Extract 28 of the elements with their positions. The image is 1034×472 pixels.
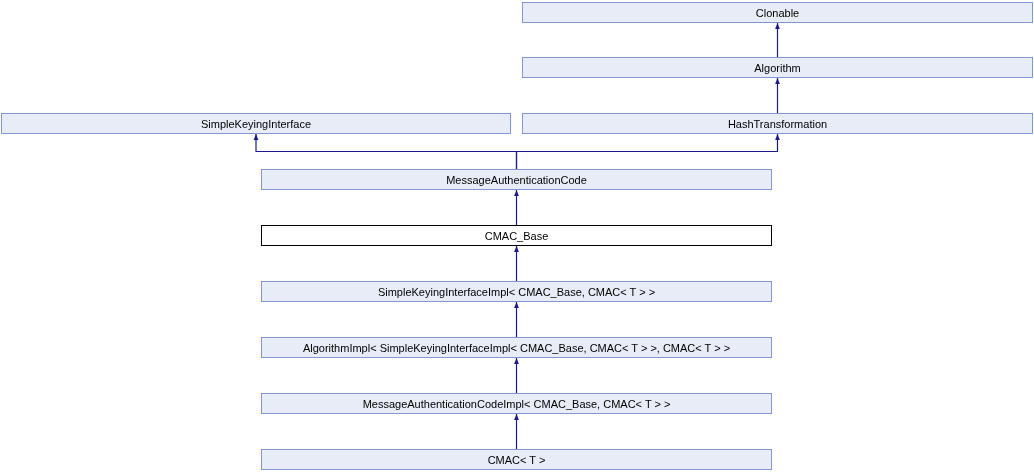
class-name: Algorithm bbox=[754, 61, 801, 74]
inheritance-arrow bbox=[514, 189, 519, 226]
class-name: CMAC< T > bbox=[487, 453, 546, 466]
class-box bbox=[522, 2, 1033, 23]
inheritance-arrow bbox=[514, 245, 519, 282]
class-name: AlgorithmImpl< SimpleKeyingInterfaceImpl< CMAC_Base, CMAC< T > >, CMAC< T > > bbox=[302, 341, 731, 354]
class-name: SimpleKeyingInterface bbox=[200, 117, 312, 130]
inheritance-arrow bbox=[775, 22, 780, 58]
class-name: Clonable bbox=[755, 6, 800, 19]
class-name: CMAC_Base bbox=[484, 229, 549, 242]
inheritance-arrow bbox=[775, 77, 780, 114]
class-box bbox=[261, 281, 772, 302]
class-box bbox=[261, 337, 772, 358]
class-box bbox=[261, 225, 772, 246]
inheritance-arrow bbox=[514, 413, 519, 450]
class-box bbox=[1, 113, 511, 134]
class-box bbox=[261, 449, 772, 470]
class-name: MessageAuthenticationCode bbox=[446, 173, 587, 186]
inheritance-arrow bbox=[514, 357, 519, 394]
inheritance-arrow bbox=[514, 301, 519, 338]
class-box bbox=[261, 393, 772, 414]
class-name: MessageAuthenticationCodeImpl< CMAC_Base, CMAC< T > > bbox=[362, 397, 671, 410]
class-box bbox=[261, 169, 772, 190]
class-name: HashTransformation bbox=[727, 117, 828, 130]
class-box bbox=[522, 57, 1033, 78]
class-name: SimpleKeyingInterfaceImpl< CMAC_Base, CMAC< T > > bbox=[377, 285, 656, 298]
class-box bbox=[522, 113, 1033, 134]
inheritance-arrow bbox=[515, 133, 780, 170]
